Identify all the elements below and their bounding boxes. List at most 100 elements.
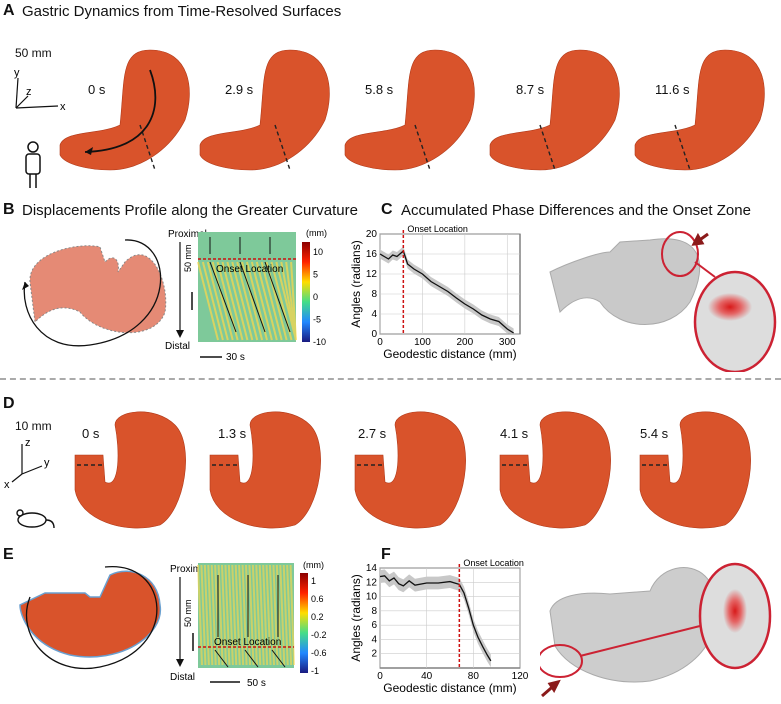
panel-e-figure: Proximal Distal 50 mm Onset Location 50 … xyxy=(19,560,327,689)
onset-label-b: Onset Location xyxy=(216,264,283,275)
panel-title-b: Displacements Profile along the Greater … xyxy=(22,202,358,219)
colorbar-b xyxy=(302,242,310,342)
series-line xyxy=(379,249,514,334)
proximal-label-b: Proximal xyxy=(168,229,207,240)
onset-label: Onset Location xyxy=(407,224,468,234)
onset-arrow-c xyxy=(691,232,709,246)
y-tick-label: 10 xyxy=(366,592,378,603)
stomach-surfaces-a xyxy=(59,49,765,171)
section-divider xyxy=(0,378,781,380)
y-tick-label: 4 xyxy=(371,634,377,645)
panel-d-time-label: 2.7 s xyxy=(358,426,387,441)
y-tick-label: 12 xyxy=(366,269,378,280)
svg-text:z: z xyxy=(25,437,31,449)
svg-text:-1: -1 xyxy=(311,666,319,676)
stomach-e xyxy=(19,570,161,658)
human-icon xyxy=(25,141,41,188)
svg-text:-5: -5 xyxy=(313,315,321,325)
x-tick-label: 40 xyxy=(421,671,433,682)
axis-z-label: z xyxy=(26,86,32,98)
unit-label-e: (mm) xyxy=(303,560,324,570)
stomach-surface xyxy=(344,49,475,171)
stomach-surface xyxy=(489,49,620,171)
onset-label: Onset Location xyxy=(463,558,524,568)
colorbar-e xyxy=(300,573,308,673)
svg-text:1: 1 xyxy=(311,576,316,586)
scale-label-a: 50 mm xyxy=(15,46,52,60)
y-tick-label: 2 xyxy=(371,649,377,660)
panel-d-time-label: 0 s xyxy=(82,426,100,441)
x-tick-label: 100 xyxy=(414,337,431,348)
x-tick-label: 80 xyxy=(468,671,480,682)
panel-a-time-label: 8.7 s xyxy=(516,82,545,97)
axes-triad-a xyxy=(15,77,59,109)
stomach-outline-b xyxy=(29,245,167,334)
zoom-inset-c xyxy=(693,270,777,372)
panel-a-time-label: 11.6 s xyxy=(655,82,690,97)
onset-zone-figure-c xyxy=(549,231,777,372)
displacement-heatmap-b xyxy=(197,232,297,342)
y-axis-label: Angles (radians) xyxy=(350,240,363,327)
svg-text:y: y xyxy=(44,457,50,469)
panel-label-d: D xyxy=(3,395,15,412)
stomach-surface xyxy=(209,411,321,529)
distal-label-e: Distal xyxy=(170,672,195,683)
panel-b-figure: Proximal Distal 50 mm Onset Location 30 … xyxy=(22,228,327,363)
axis-y-label: y xyxy=(14,67,20,79)
stomach-surface xyxy=(634,49,765,171)
stomach-surface xyxy=(639,411,751,529)
displacement-heatmap-e xyxy=(197,563,295,668)
scale-label-d: 10 mm xyxy=(15,419,52,433)
svg-text:0: 0 xyxy=(313,292,318,302)
panel-a-figure: x y z xyxy=(14,49,765,188)
uncertainty-band xyxy=(380,569,491,668)
svg-text:-10: -10 xyxy=(313,337,326,347)
svg-text:-0.6: -0.6 xyxy=(311,648,327,658)
stomach-surface xyxy=(199,49,330,171)
stomach-gray-f xyxy=(549,567,718,683)
panel-a-time-label: 2.9 s xyxy=(225,82,254,97)
panel-title-a: Gastric Dynamics from Time-Resolved Surf… xyxy=(22,3,342,20)
y-axis-label: Angles (radians) xyxy=(350,574,363,661)
x-tick-label: 0 xyxy=(377,671,383,682)
stomach-gray-c xyxy=(549,238,701,325)
peristalsis-arrow-curve xyxy=(84,69,157,153)
x-tick-label: 300 xyxy=(499,337,516,348)
scale-v-e: 50 mm xyxy=(183,599,193,627)
panel-label-e: E xyxy=(3,546,14,563)
scale-v-b: 50 mm xyxy=(183,244,193,272)
onset-zone-figure-f xyxy=(540,562,772,698)
axis-x-label: x xyxy=(60,101,66,113)
y-tick-label: 6 xyxy=(371,620,377,631)
panel-d-figure: z y x xyxy=(4,411,751,529)
distal-label-b: Distal xyxy=(165,341,190,352)
stomach-surface xyxy=(74,411,186,529)
stomach-surfaces-d xyxy=(74,411,751,529)
onset-arrow-f xyxy=(541,679,561,698)
y-tick-label: 20 xyxy=(366,229,378,240)
stomach-surface xyxy=(354,411,466,529)
y-tick-label: 0 xyxy=(371,329,377,340)
svg-text:-0.2: -0.2 xyxy=(311,630,327,640)
svg-text:0.2: 0.2 xyxy=(311,612,324,622)
y-tick-label: 16 xyxy=(366,249,378,260)
panel-a-time-label: 0 s xyxy=(88,82,106,97)
x-tick-label: 0 xyxy=(377,337,383,348)
mouse-icon xyxy=(16,509,55,529)
stomach-surface xyxy=(59,49,190,171)
y-tick-label: 14 xyxy=(366,563,378,574)
scale-h-e: 50 s xyxy=(247,678,266,689)
panel-d-time-label: 4.1 s xyxy=(500,426,529,441)
x-tick-label: 200 xyxy=(457,337,474,348)
x-axis-label: Geodestic distance (mm) xyxy=(383,347,516,361)
proximal-label-e: Proximal xyxy=(170,564,209,575)
stomach-surface xyxy=(499,411,611,529)
svg-text:10: 10 xyxy=(313,247,323,257)
panel-label-b: B xyxy=(3,201,15,218)
panel-title-c: Accumulated Phase Differences and the On… xyxy=(401,202,751,219)
panel-label-c: C xyxy=(381,201,393,218)
panel-a-time-label: 5.8 s xyxy=(365,82,394,97)
svg-text:x: x xyxy=(4,479,10,491)
